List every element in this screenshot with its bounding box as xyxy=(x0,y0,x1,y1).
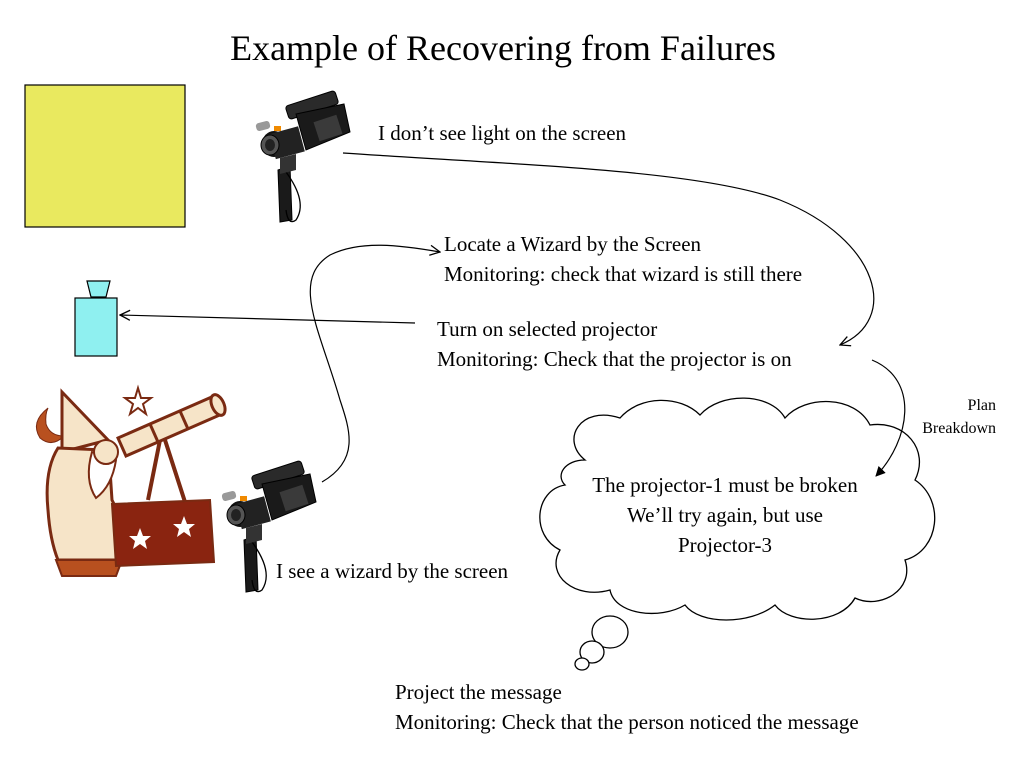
plan-breakdown-line1: Plan xyxy=(967,397,996,414)
step-locate-line2: Monitoring: check that wizard is still t… xyxy=(444,262,803,286)
step-locate-line1: Locate a Wizard by the Screen xyxy=(444,232,702,256)
screen xyxy=(24,84,186,228)
camera-top-caption: I don’t see light on the screen xyxy=(378,121,627,145)
thought-line3: Projector-3 xyxy=(677,533,773,557)
camera-icon xyxy=(254,89,351,223)
step-projector-line1: Turn on selected projector xyxy=(437,317,658,341)
thought-line2: We’ll try again, but use xyxy=(626,503,823,527)
step-projector-line2: Monitoring: Check that the projector is … xyxy=(437,347,792,371)
arrow-camera-to-locate xyxy=(309,244,440,483)
thought-cloud xyxy=(539,397,936,671)
thought-line1: The projector-1 must be broken xyxy=(592,473,858,497)
arrow-to-projector xyxy=(120,315,416,324)
step-message-line2: Monitoring: Check that the person notice… xyxy=(395,710,859,734)
arrow-top-camera-loop xyxy=(342,152,875,345)
plan-breakdown-line2: Breakdown xyxy=(922,420,996,437)
wizard-icon xyxy=(35,384,227,577)
step-message-line1: Project the message xyxy=(395,680,562,704)
slide-title: Example of Recovering from Failures xyxy=(230,28,776,68)
arrow-plan-breakdown xyxy=(871,359,906,477)
projector-icon xyxy=(74,280,118,357)
camera-bottom-caption: I see a wizard by the screen xyxy=(276,559,509,583)
